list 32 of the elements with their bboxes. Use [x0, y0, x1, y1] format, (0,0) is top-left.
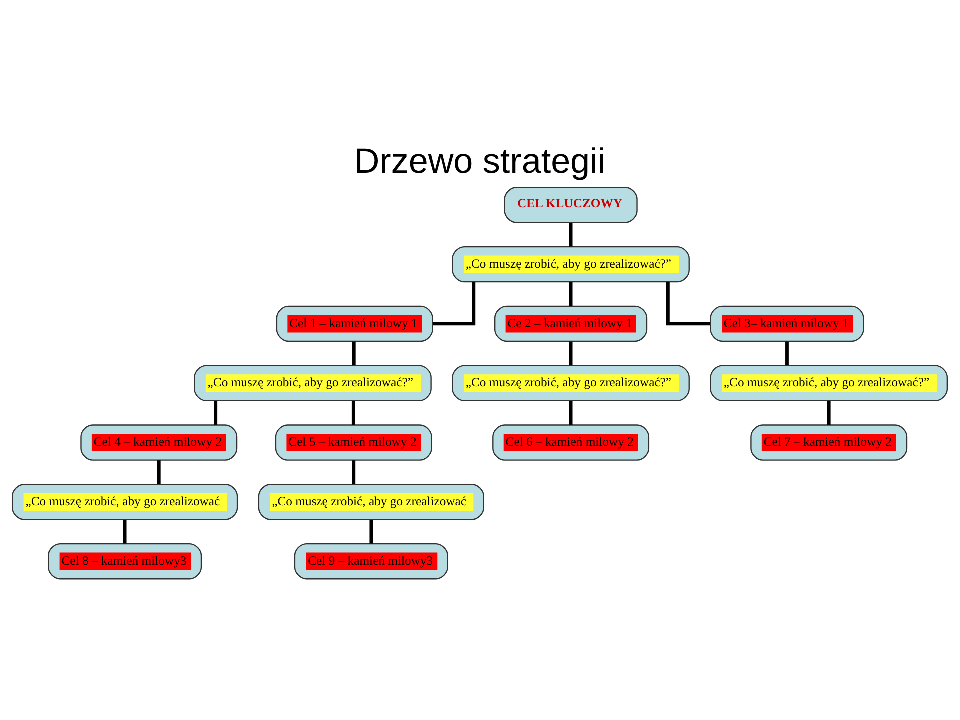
connector: [569, 342, 573, 366]
node-box: Cel 5 – kamień milowy 2: [275, 424, 432, 461]
node-box: Cel 6 – kamień milowy 2: [492, 424, 650, 461]
connector: [569, 222, 573, 247]
node-box: Cel 4 – kamień milowy 2: [80, 424, 238, 461]
node-box: Cel 8 – kamień milowy3: [48, 543, 202, 580]
connector: [666, 282, 710, 326]
connector: [370, 520, 374, 544]
connector: [569, 282, 573, 306]
connector: [157, 460, 161, 484]
node-box: „Co muszę zrobić, aby go zrealizować?”: [194, 365, 432, 402]
connector: [786, 342, 789, 366]
connector: [214, 401, 218, 425]
node-box: „Co muszę zrobić, aby go zrealizować?”: [452, 365, 690, 402]
diagram-title: Drzewo strategii: [354, 142, 606, 181]
node-box: „Co muszę zrobić, aby go zrealizować?”: [710, 365, 948, 402]
connector: [352, 460, 356, 484]
connector: [827, 401, 831, 425]
connector: [123, 520, 127, 544]
node-box: Ce 2 – kamień milowy 1: [494, 306, 648, 342]
node-box: „Co muszę zrobić, aby go zrealizować?”: [452, 246, 690, 283]
node-box: Cel 7 – kamień milowy 2: [750, 424, 908, 461]
node-box: „Co muszę zrobić, aby go zrealizować: [12, 484, 238, 520]
node-box: „Co muszę zrobić, aby go zrealizować: [258, 484, 484, 520]
node-box: Cel 1 – kamień milowy 1: [276, 306, 434, 342]
connector: [352, 401, 356, 425]
node-box: Cel 3– kamień milowy 1: [710, 306, 864, 342]
connector: [352, 342, 356, 366]
node-box: Cel 9 – kamień milowy3: [294, 543, 448, 580]
connector: [432, 282, 476, 326]
node-box: CEL KLUCZOWY: [504, 187, 638, 224]
connector: [569, 401, 573, 425]
